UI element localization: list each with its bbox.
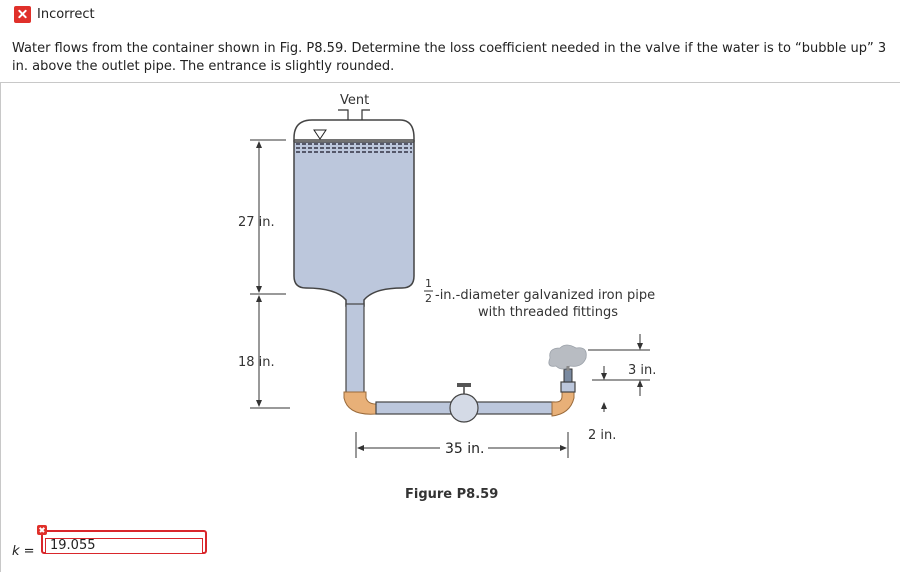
pipe-description-line2: with threaded fittings [478, 305, 618, 320]
answer-input[interactable] [45, 537, 203, 554]
answer-equals: = [23, 544, 35, 559]
problem-figure: Vent 3 in [230, 86, 670, 470]
fraction-numerator: 1 [425, 277, 432, 290]
error-icon [37, 525, 47, 535]
answer-label: k = [12, 544, 35, 559]
tank-height-label: 27 in. [238, 215, 275, 230]
pipe-description-line1: -in.-diameter galvanized iron pipe [435, 288, 655, 303]
vent-label: Vent [340, 93, 369, 108]
status-label: Incorrect [37, 6, 95, 22]
x-mark-icon [14, 5, 31, 23]
riser-height-label: 2 in. [588, 428, 616, 443]
fraction-denominator: 2 [425, 292, 432, 305]
pipe-height-label: 18 in. [238, 355, 275, 370]
length-label: 35 in. [445, 441, 484, 457]
answer-variable: k [12, 544, 20, 559]
tank-pipe-diagram: Vent 3 in [238, 93, 656, 458]
answer-field-wrapper [41, 530, 207, 554]
status-indicator: Incorrect [14, 5, 95, 23]
figure-caption: Figure P8.59 [405, 487, 499, 502]
problem-statement: Water flows from the container shown in … [12, 41, 887, 74]
left-rule [0, 82, 1, 572]
bubble-height-label: 3 in. [628, 363, 656, 378]
divider [0, 82, 900, 83]
